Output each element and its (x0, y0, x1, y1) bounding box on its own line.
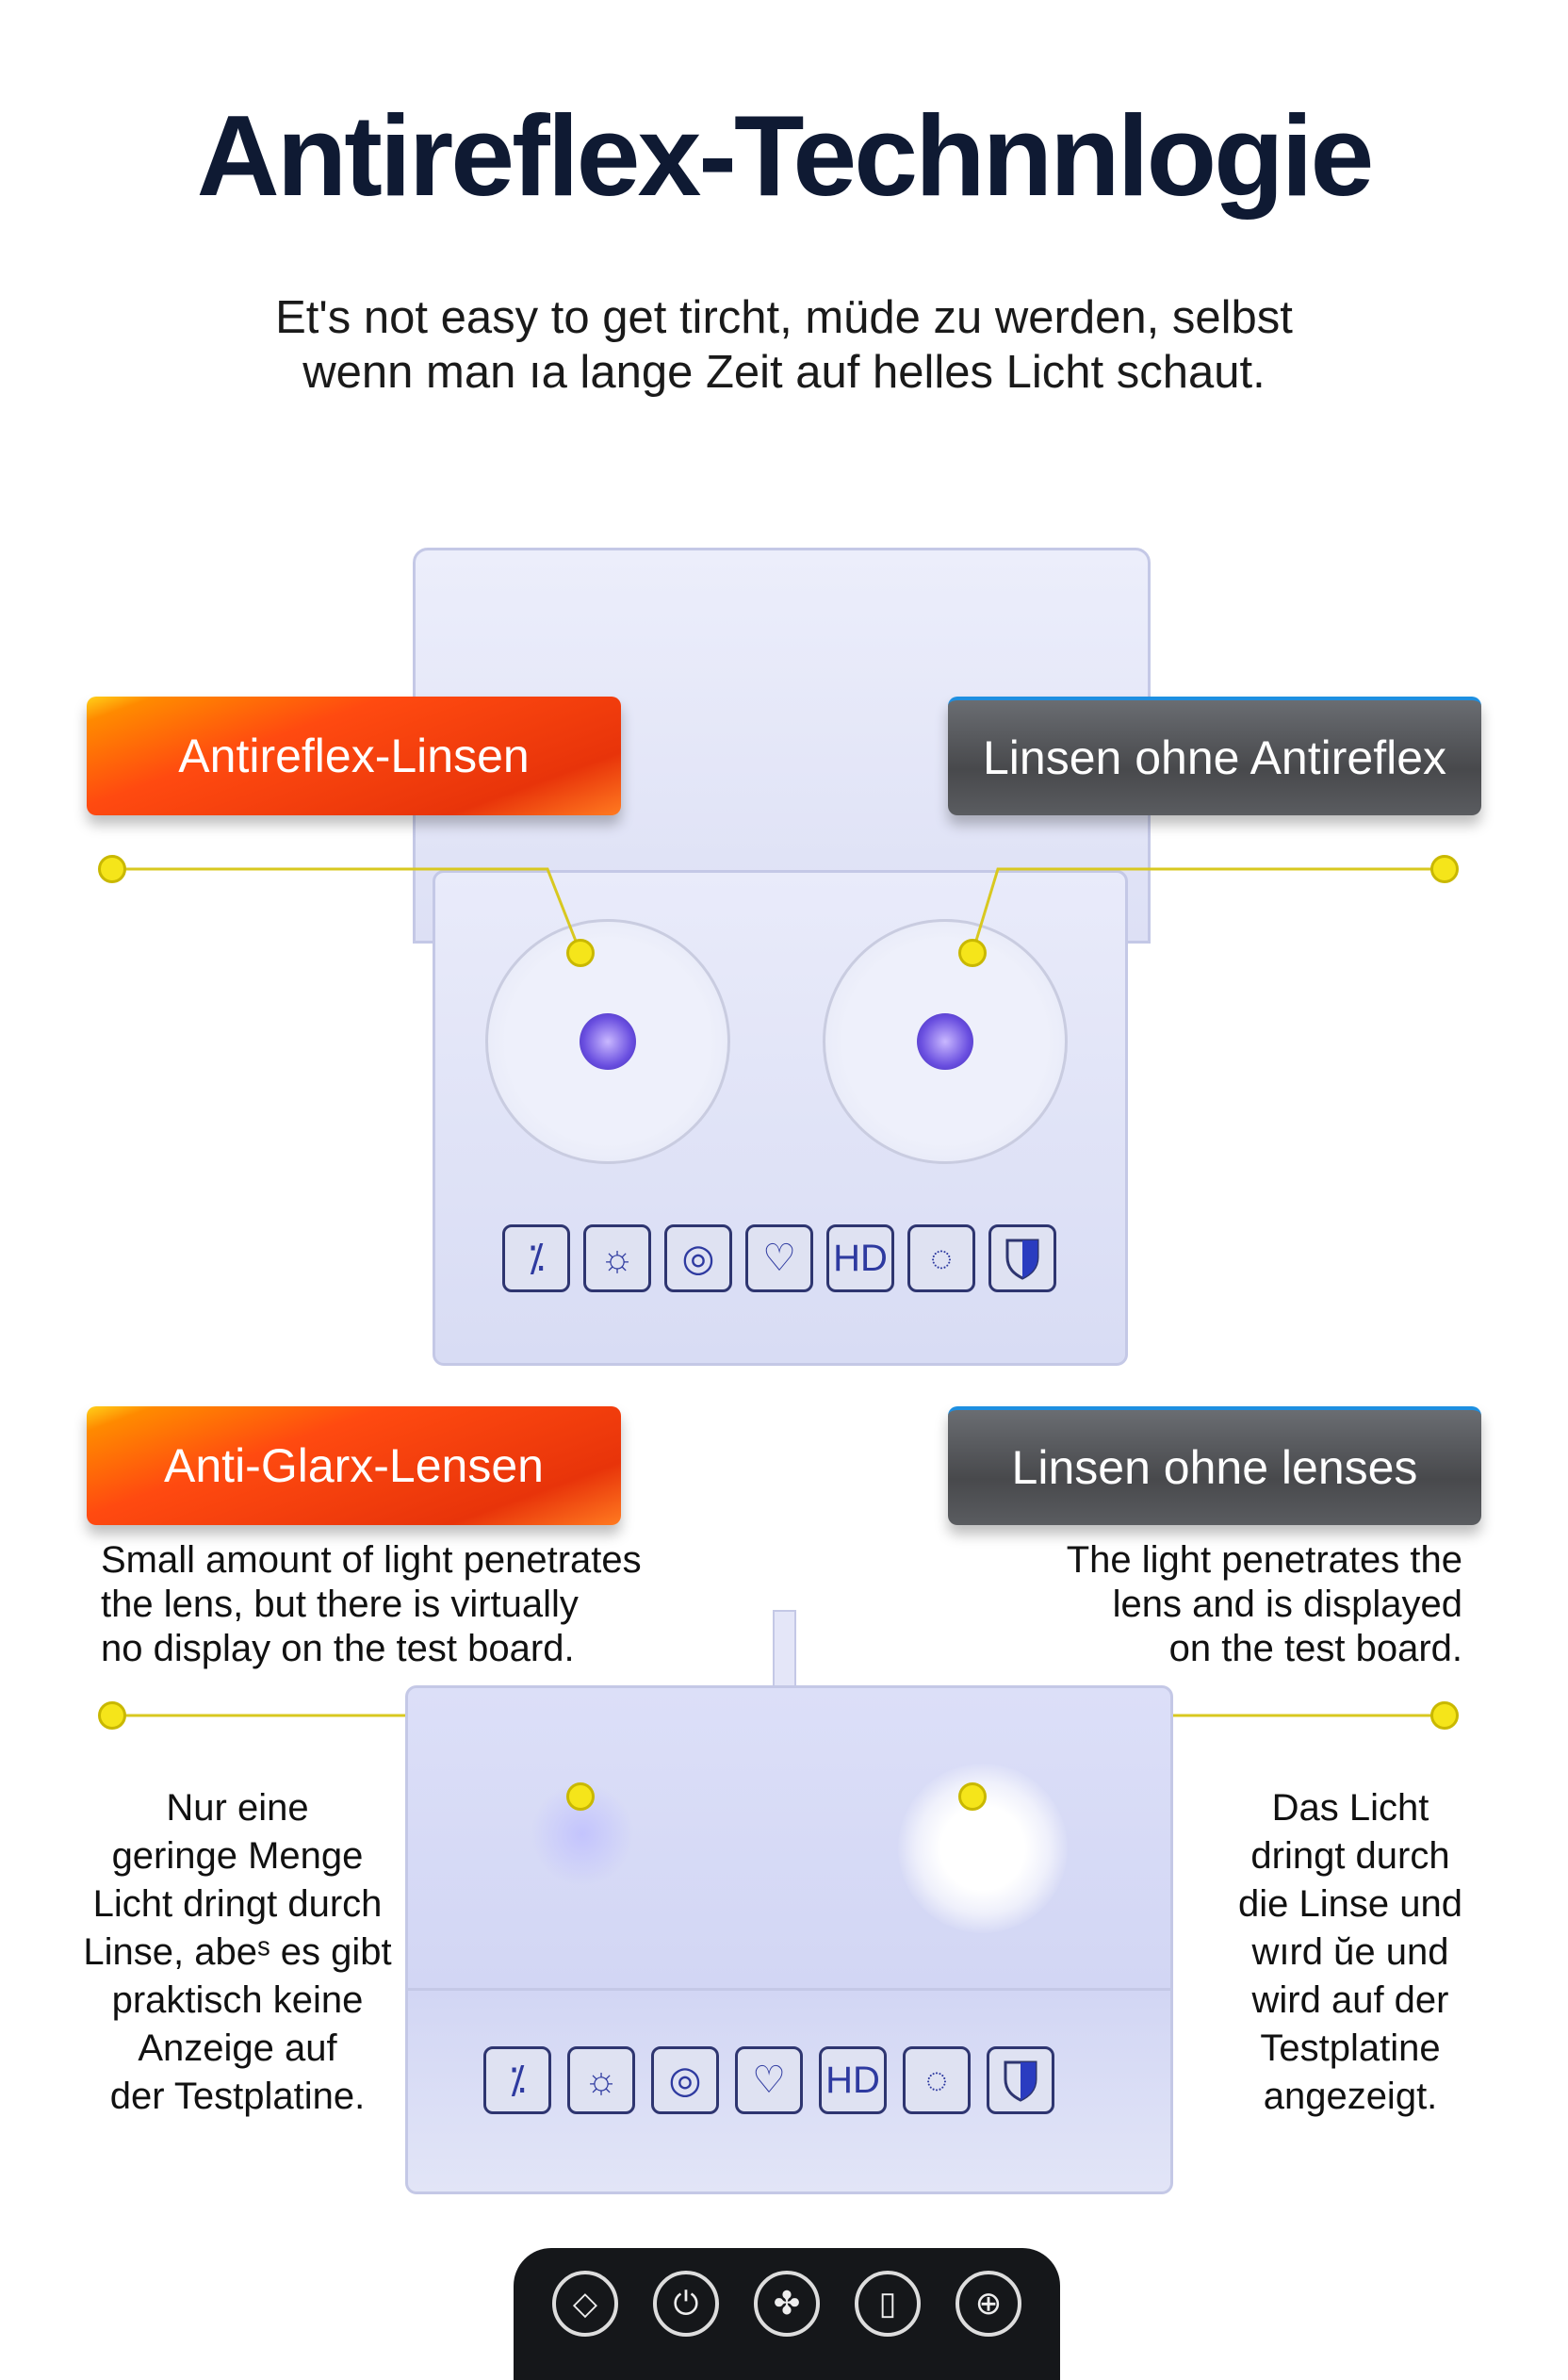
globe-icon: ⊕ (974, 2286, 1003, 2322)
shield-icon (987, 2046, 1054, 2114)
feature-icon-row: ⁒ ☼ ◎ ♡ HD ◌ (502, 1224, 1056, 1292)
right-description: The light penetrates the lens and is dis… (1067, 1538, 1462, 1671)
device-tab (773, 1610, 796, 1689)
shield-icon (988, 1224, 1056, 1292)
sun-moon-icon: ☼ (567, 2046, 635, 2114)
test-device-base: ⁒ ☼ ◎ ♡ HD ◌ (433, 870, 1128, 1366)
control-panel: ◇ ⏻ ✤ ▯ ⊕ (514, 2248, 1060, 2380)
board-divider (408, 1988, 1170, 1991)
desc-line: on the test board. (1168, 1628, 1462, 1669)
side-line: angezeigt. (1263, 2076, 1438, 2117)
sun-moon-icon: ☼ (583, 1224, 651, 1292)
callout-dot (1430, 1701, 1459, 1730)
battery-icon: ▯ (878, 2286, 897, 2322)
lens-icon: ⁒ (502, 1224, 570, 1292)
side-line: Licht dringt durch (92, 1883, 383, 1925)
page-title: Antireflex-Technnlogie (196, 91, 1375, 220)
no-lens-badge: Linsen ohne lenses (948, 1406, 1481, 1525)
non-antireflex-lens-badge: Linsen ohne Antireflex (948, 697, 1481, 815)
side-line: praktisch keine (111, 1979, 364, 2021)
desc-line: Small amount of light penetrates (101, 1539, 642, 1581)
callout-dot (958, 939, 987, 967)
hand-icon: ♡ (745, 1224, 813, 1292)
eye-icon: ◎ (664, 1224, 732, 1292)
drop-icon: ◌ (903, 2046, 971, 2114)
eye-icon: ◎ (651, 2046, 719, 2114)
uv-light-spot (917, 1013, 973, 1070)
callout-dot (566, 939, 595, 967)
mode-button[interactable]: ◇ (552, 2271, 618, 2337)
fan-button[interactable]: ✤ (754, 2271, 820, 2337)
lens-icon: ⁒ (483, 2046, 551, 2114)
side-line: dringt durch (1250, 1835, 1450, 1877)
desc-line: the lens, but there is virtually (101, 1584, 579, 1625)
subtitle-line-1: Et's not easy to get tircht, müde zu wer… (275, 292, 1293, 343)
desc-line: no display on the test board. (101, 1628, 575, 1669)
callout-dot (566, 1782, 595, 1811)
callout-dot (958, 1782, 987, 1811)
callout-dot (1430, 855, 1459, 883)
side-line: Anzeige auf (138, 2027, 337, 2069)
hd-icon: HD (819, 2046, 887, 2114)
side-line: geringe Menge (111, 1835, 364, 1877)
side-line: Nur eine (166, 1787, 309, 1829)
side-line: Testplatine (1260, 2027, 1441, 2069)
desc-line: The light penetrates the (1066, 1539, 1462, 1581)
power-icon: ⏻ (673, 2285, 699, 2322)
hd-icon: HD (826, 1224, 894, 1292)
desc-line: lens and is displayed (1112, 1584, 1462, 1625)
left-side-text: Nur eine geringe Menge Licht dringt durc… (58, 1784, 416, 2121)
standard-lens (823, 919, 1068, 1164)
side-line: Das Licht (1271, 1787, 1429, 1829)
power-button[interactable]: ⏻ (653, 2271, 719, 2337)
side-line: Linse, abeˢ es gibt (83, 1931, 392, 1973)
hand-icon: ♡ (735, 2046, 803, 2114)
callout-dot (98, 1701, 126, 1730)
side-line: die Linse und (1238, 1883, 1462, 1925)
left-description: Small amount of light penetrates the len… (101, 1538, 642, 1671)
subtitle: Et's not easy to get tircht, müde zu wer… (0, 290, 1568, 400)
antireflex-lens (485, 919, 730, 1164)
mode-icon: ◇ (572, 2286, 598, 2322)
uv-light-spot (580, 1013, 636, 1070)
antireflex-lens-badge: Antireflex-Linsen (87, 697, 621, 815)
drop-icon: ◌ (907, 1224, 975, 1292)
right-side-text: Das Licht dringt durch die Linse und wır… (1171, 1784, 1529, 2121)
test-board: ⁒ ☼ ◎ ♡ HD ◌ (405, 1685, 1173, 2194)
side-line: der Testplatine. (109, 2076, 366, 2117)
anti-glare-lens-badge: Anti-Glarx-Lensen (87, 1406, 621, 1525)
callout-line-left (112, 867, 582, 954)
subtitle-line-2: wenn man ıa lange Zeit auf helles Licht … (302, 347, 1266, 398)
callout-line-right (971, 867, 1445, 954)
fan-icon: ✤ (773, 2286, 801, 2322)
feature-icon-row: ⁒ ☼ ◎ ♡ HD ◌ (483, 2046, 1054, 2114)
battery-button[interactable]: ▯ (855, 2271, 921, 2337)
side-line: wird auf der (1251, 1979, 1449, 2021)
side-line: wırd ŭe und (1251, 1931, 1449, 1973)
globe-button[interactable]: ⊕ (956, 2271, 1021, 2337)
callout-dot (98, 855, 126, 883)
